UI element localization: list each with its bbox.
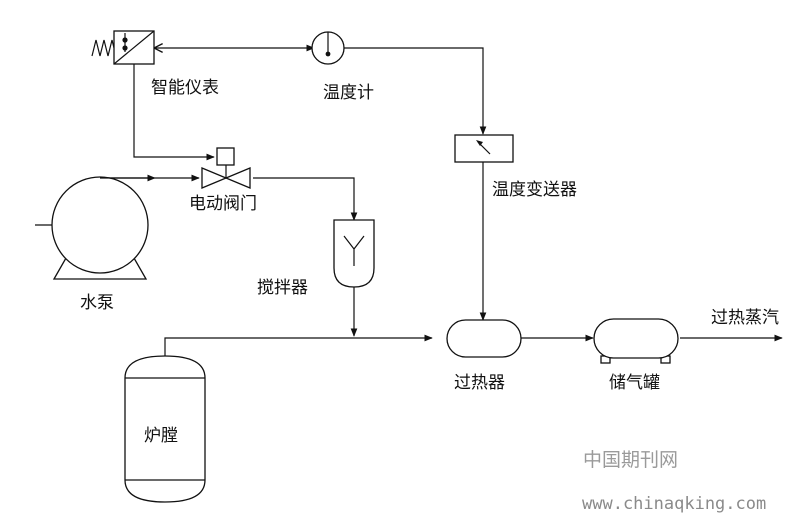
thermometer-label: 温度计 <box>323 83 374 103</box>
water-pump-label: 水泵 <box>80 293 114 313</box>
mixer-icon <box>333 219 375 288</box>
electric-valve-icon <box>201 147 251 189</box>
line-thermometer-to-transmitter <box>343 47 487 135</box>
mixer-label: 搅拌器 <box>257 278 308 298</box>
temp-transmitter <box>454 134 514 163</box>
storage-tank-icon <box>593 318 679 364</box>
temp-transmitter-label: 温度变送器 <box>492 180 577 200</box>
electric-valve-label: 电动阀门 <box>189 194 257 214</box>
furnace-label: 炉膛 <box>144 426 178 446</box>
water-pump-icon <box>51 176 150 280</box>
watermark-site-name: 中国期刊网 <box>583 449 678 471</box>
smart-meter <box>91 30 155 65</box>
superheated-steam-label: 过热蒸汽 <box>711 308 779 328</box>
storage-tank-label: 储气罐 <box>609 373 660 393</box>
superheater-label: 过热器 <box>454 373 505 393</box>
furnace-icon <box>124 355 206 503</box>
line-meter-to-valve <box>133 64 215 161</box>
smart-meter-label: 智能仪表 <box>151 78 219 98</box>
line-valve-to-mixer <box>253 177 358 221</box>
spring-icon <box>91 39 115 57</box>
superheater-icon <box>446 319 522 358</box>
thermometer-icon <box>311 31 345 65</box>
line-furnace-to-superheater <box>164 334 433 357</box>
watermark-url: www.chinaqking.com <box>582 494 766 514</box>
